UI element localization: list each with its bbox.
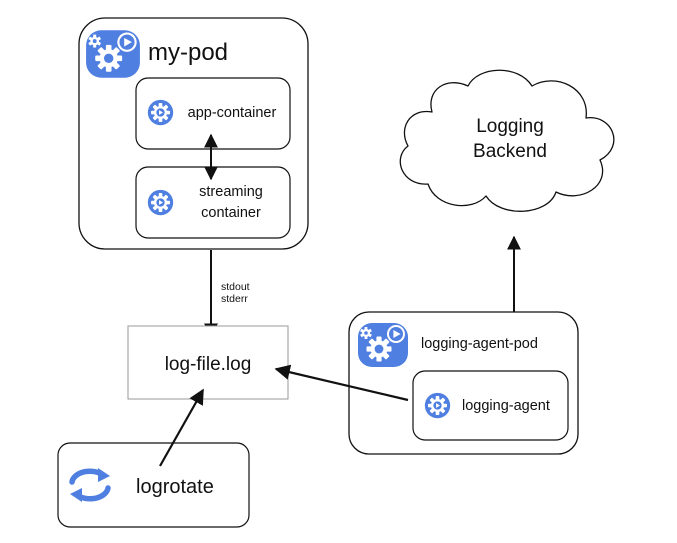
logging-backend-cloud: Logging Backend (399, 69, 615, 212)
logging-agent-gear-icon (424, 392, 451, 419)
log-file-label: log-file.log (165, 354, 252, 375)
streaming-label-line1: streaming (199, 184, 263, 200)
log-file-box: log-file.log (127, 325, 289, 400)
agent-pod-gear-icon (358, 323, 408, 367)
pod-gear-icon (86, 30, 140, 78)
logging-agent-box: logging-agent (412, 370, 569, 441)
logging-agent-label: logging-agent (462, 398, 550, 414)
agent-pod-title: logging-agent-pod (421, 336, 538, 352)
app-container-box: app-container (135, 77, 291, 150)
backend-label-line1: Logging (476, 116, 544, 137)
streaming-container-gear-icon (147, 189, 174, 216)
stderr-label: stderr (221, 293, 248, 305)
app-container-label: app-container (188, 105, 277, 121)
logging-agent-pod-box: logging-agent-pod logging-agent (348, 311, 579, 455)
backend-label-line2: Backend (473, 141, 547, 162)
my-pod-box: my-pod app-container streaming container (78, 17, 309, 250)
my-pod-title: my-pod (148, 39, 228, 66)
agent-read-arrow (274, 364, 409, 402)
logrotate-box: logrotate (57, 442, 250, 528)
streaming-label-line2: container (201, 205, 261, 221)
streaming-container-box: streaming container (135, 166, 291, 239)
logrotate-arrow (159, 388, 204, 467)
logrotate-cycle-icon (69, 468, 111, 502)
app-container-gear-icon (147, 99, 174, 126)
logrotate-label: logrotate (136, 476, 214, 498)
stdout-label: stdout (221, 281, 250, 293)
